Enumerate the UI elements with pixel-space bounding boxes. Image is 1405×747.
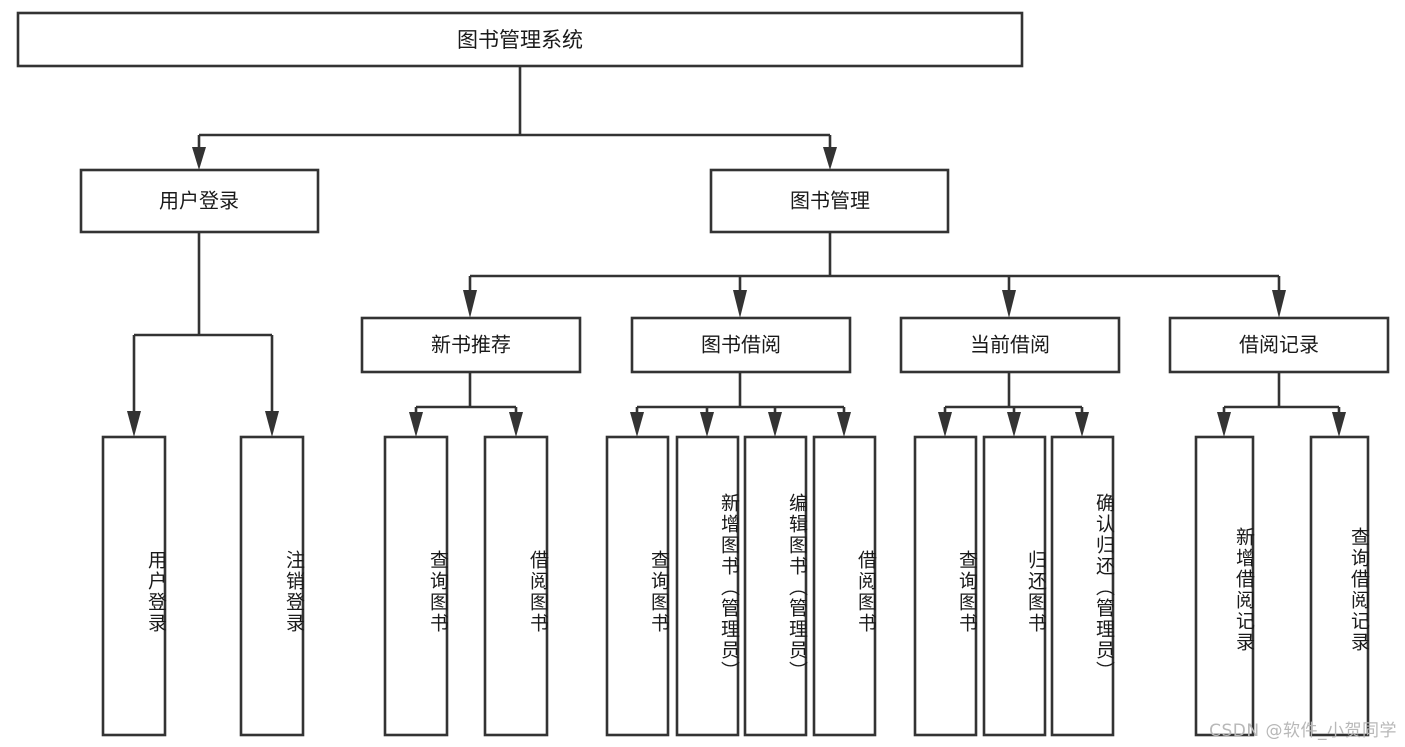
leaf-box-br-query-record[interactable] bbox=[1309, 435, 1370, 737]
arrowhead-bb-c1 bbox=[630, 412, 644, 437]
node-book-management-label: 图书管理 bbox=[790, 189, 870, 213]
arrowhead-cb-c1 bbox=[938, 412, 952, 437]
node-borrow-record[interactable]: 借阅记录 bbox=[1168, 316, 1390, 374]
arrowhead-nb-c2 bbox=[509, 412, 523, 437]
leaf-boxes-group bbox=[101, 435, 1370, 737]
node-book-borrow-label: 图书借阅 bbox=[701, 333, 781, 357]
node-book-borrow[interactable]: 图书借阅 bbox=[630, 316, 852, 374]
leaf-box-bb-query-book[interactable] bbox=[605, 435, 670, 737]
arrowhead-cb-c2 bbox=[1007, 412, 1021, 437]
csdn-watermark: CSDN @软件_小贺同学 bbox=[1209, 721, 1397, 741]
leaf-box-logout[interactable] bbox=[239, 435, 305, 737]
arrowhead-br-c1 bbox=[1217, 412, 1231, 437]
arrowhead-nb-c1 bbox=[409, 412, 423, 437]
leaf-box-cb-return-book[interactable] bbox=[982, 435, 1047, 737]
arrowhead-book-mgmt bbox=[823, 147, 837, 170]
leaf-box-bb-borrow-book[interactable] bbox=[812, 435, 877, 737]
node-book-management[interactable]: 图书管理 bbox=[709, 168, 950, 234]
leaf-box-nb-query-book[interactable] bbox=[383, 435, 449, 737]
leaf-box-cb-confirm-return[interactable] bbox=[1050, 435, 1115, 737]
connectors-group bbox=[127, 66, 1346, 437]
node-user-login-label: 用户登录 bbox=[159, 189, 239, 213]
leaf-box-user-login[interactable] bbox=[101, 435, 167, 737]
node-root-label: 图书管理系统 bbox=[457, 28, 583, 52]
node-new-book-recommend-label: 新书推荐 bbox=[431, 333, 511, 357]
node-borrow-record-box[interactable] bbox=[1168, 316, 1390, 374]
node-book-management-box[interactable] bbox=[709, 168, 950, 234]
node-user-login-box[interactable] bbox=[79, 168, 320, 234]
arrowhead-br-c2 bbox=[1332, 412, 1346, 437]
leaf-box-bb-add-book[interactable] bbox=[675, 435, 740, 737]
arrowhead-ul-child-2 bbox=[265, 411, 279, 437]
leaf-box-br-add-record[interactable] bbox=[1194, 435, 1255, 737]
node-borrow-record-label: 借阅记录 bbox=[1239, 333, 1319, 357]
node-current-borrow-label: 当前借阅 bbox=[970, 333, 1050, 357]
node-new-book-recommend[interactable]: 新书推荐 bbox=[360, 316, 582, 374]
node-book-borrow-box[interactable] bbox=[630, 316, 852, 374]
leaf-box-nb-borrow-book[interactable] bbox=[483, 435, 549, 737]
arrowhead-bb-c2 bbox=[700, 412, 714, 437]
arrowhead-cb-c3 bbox=[1075, 412, 1089, 437]
arrowhead-borrow-record bbox=[1272, 290, 1286, 318]
arrowhead-user-login bbox=[192, 147, 206, 170]
arrowhead-current-borrow bbox=[1002, 290, 1016, 318]
node-root-box[interactable] bbox=[16, 11, 1024, 68]
arrowhead-book-borrow bbox=[733, 290, 747, 318]
arrowhead-new-book bbox=[463, 290, 477, 318]
leaf-box-bb-edit-book[interactable] bbox=[743, 435, 808, 737]
node-root[interactable]: 图书管理系统 bbox=[16, 11, 1024, 68]
node-user-login[interactable]: 用户登录 bbox=[79, 168, 320, 234]
node-current-borrow[interactable]: 当前借阅 bbox=[899, 316, 1121, 374]
arrowhead-bb-c4 bbox=[837, 412, 851, 437]
leaf-box-cb-query-book[interactable] bbox=[913, 435, 978, 737]
node-new-book-recommend-box[interactable] bbox=[360, 316, 582, 374]
node-current-borrow-box[interactable] bbox=[899, 316, 1121, 374]
arrowhead-ul-child-1 bbox=[127, 411, 141, 437]
arrowhead-bb-c3 bbox=[768, 412, 782, 437]
